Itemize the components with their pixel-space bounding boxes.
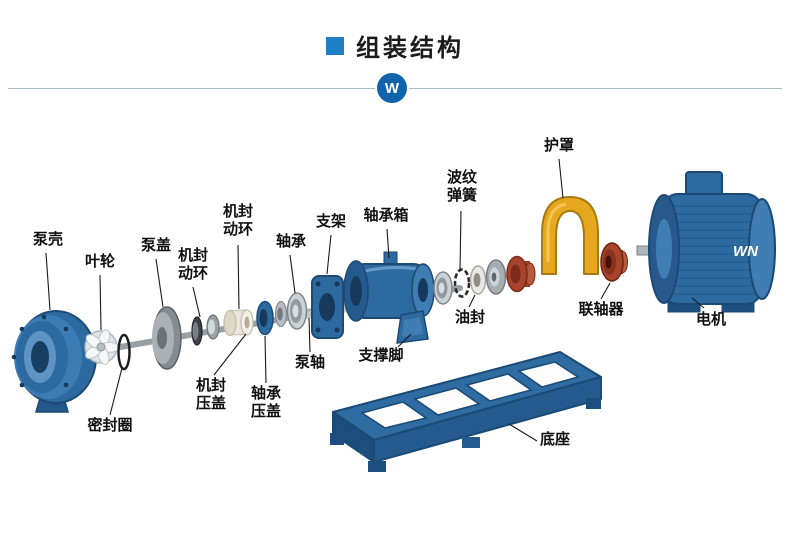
mech-seal-rotating-ring-a-part — [191, 316, 203, 346]
coupling-half-b-part — [600, 242, 628, 282]
page-title: 组装结构 — [356, 35, 464, 62]
base-part — [330, 351, 602, 472]
bearing-cover-part — [485, 259, 507, 295]
title-bullet-icon — [326, 36, 344, 55]
guard-part — [541, 196, 599, 275]
motor-part: WN — [636, 171, 776, 313]
mech-seal-ring-part — [206, 314, 220, 340]
label-mech-seal-ring: 机封 动环 — [222, 203, 254, 239]
label-oil-seal: 油封 — [454, 309, 486, 326]
label-pump-casing: 泵壳 — [32, 231, 64, 248]
wave-spring-part — [453, 268, 471, 298]
label-impeller: 叶轮 — [84, 253, 116, 270]
label-bearing: 轴承 — [275, 233, 307, 250]
support-foot-part — [396, 310, 429, 344]
bearing-gland-part — [256, 300, 274, 336]
mech-seal-gland-part — [274, 300, 288, 328]
label-seal-ring: 密封圈 — [87, 417, 133, 434]
watermark-letter: W — [384, 79, 400, 97]
pump-cover-part — [152, 306, 182, 370]
label-wave-spring: 波纹 弹簧 — [446, 169, 478, 205]
motor-brand-text: WN — [733, 243, 759, 260]
label-pump-cover: 泵盖 — [140, 237, 172, 254]
leader-lines — [45, 158, 705, 442]
label-coupling: 联轴器 — [578, 301, 624, 318]
bearing-part — [286, 292, 308, 330]
label-bracket: 支架 — [315, 213, 347, 230]
label-mech-seal-ring-left: 机封 动环 — [177, 247, 209, 283]
oil-seal-part — [469, 265, 487, 295]
label-guard: 护罩 — [543, 137, 575, 154]
label-pump-shaft: 泵轴 — [294, 354, 326, 371]
label-bearing-gland: 轴承 压盖 — [250, 385, 282, 421]
impeller-part — [84, 329, 120, 365]
bracket-part — [311, 275, 344, 339]
pump-casing-part — [11, 310, 97, 413]
watermark-badge: W — [375, 71, 409, 105]
label-mech-seal-gland: 机封 压盖 — [195, 377, 227, 413]
bearing-housing-part — [343, 251, 435, 322]
label-bearing-housing: 轴承箱 — [363, 207, 409, 224]
label-motor: 电机 — [695, 311, 727, 328]
label-support-foot: 支撑脚 — [358, 347, 404, 364]
seal-ring-part — [117, 333, 131, 371]
label-base: 底座 — [539, 431, 571, 448]
outer-bearing-part — [433, 271, 453, 305]
coupling-half-a-part — [506, 255, 536, 293]
header: 组装结构 — [0, 28, 790, 63]
mech-seal-rotating-ring-b-part — [223, 309, 254, 337]
